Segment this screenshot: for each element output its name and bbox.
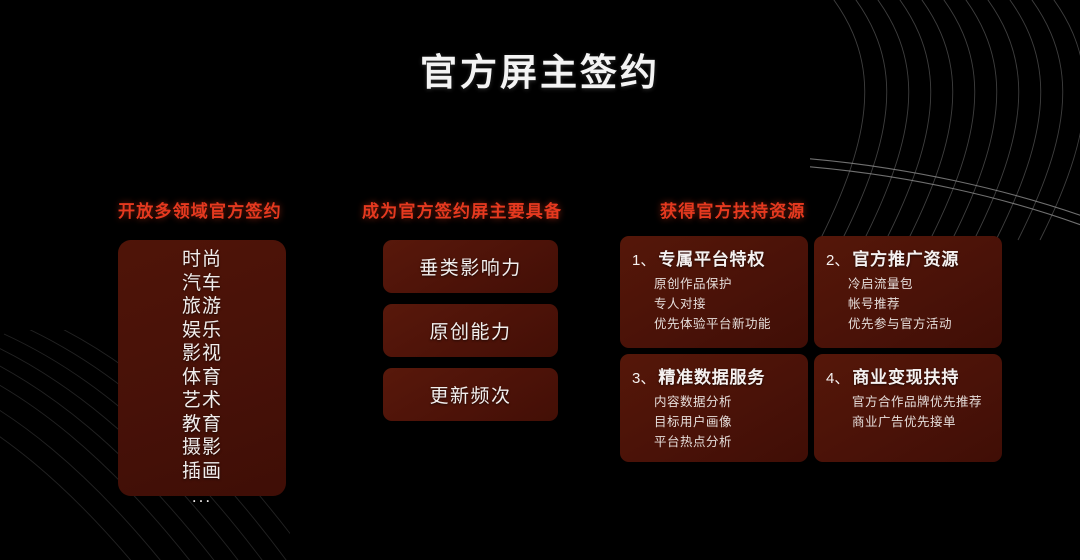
benefit-card-grid: 1、 专属平台特权 原创作品保护 专人对接 优先体验平台新功能 2、 官方推广资… (620, 236, 1002, 462)
requirement-list: 垂类影响力 原创能力 更新频次 (383, 240, 558, 421)
benefit-item: 帐号推荐 (848, 297, 901, 311)
benefit-card-name: 专属平台特权 (658, 250, 766, 269)
benefit-item: 官方合作品牌优先推荐 (852, 395, 983, 409)
category-item: 汽车 (181, 272, 222, 294)
decorative-curves-top-right (810, 0, 1080, 241)
category-item: 插画 (181, 460, 222, 482)
benefit-card-name: 官方推广资源 (852, 250, 960, 269)
benefit-item: 目标用户画像 (654, 415, 733, 429)
column-heading-benefits: 获得官方扶持资源 (660, 202, 806, 221)
benefit-item: 优先参与官方活动 (848, 317, 953, 331)
benefit-item: 冷启流量包 (848, 277, 914, 291)
benefit-card-items: 内容数据分析 目标用户画像 平台热点分析 (632, 394, 798, 451)
benefit-card: 3、 精准数据服务 内容数据分析 目标用户画像 平台热点分析 (620, 354, 808, 462)
page-title: 官方屏主签约 (420, 52, 660, 93)
category-item: 娱乐 (181, 319, 222, 341)
benefit-card-items: 官方合作品牌优先推荐 商业广告优先接单 (826, 394, 992, 431)
requirement-pill: 更新频次 (383, 368, 558, 421)
category-item: 旅游 (181, 296, 222, 317)
benefit-item: 内容数据分析 (654, 395, 733, 409)
category-item-more: ... (191, 487, 213, 506)
column-heading-categories: 开放多领域官方签约 (118, 202, 282, 221)
benefit-item: 专人对接 (654, 297, 707, 311)
benefit-card-items: 原创作品保护 专人对接 优先体验平台新功能 (632, 276, 798, 333)
benefit-card-number: 4、 (826, 370, 850, 387)
benefit-card-title: 2、 官方推广资源 (826, 245, 992, 270)
benefit-item: 优先体验平台新功能 (654, 317, 772, 331)
benefit-card: 1、 专属平台特权 原创作品保护 专人对接 优先体验平台新功能 (620, 236, 808, 348)
category-item: 体育 (181, 366, 222, 388)
benefit-item: 原创作品保护 (654, 277, 733, 291)
benefit-card-name: 商业变现扶持 (852, 368, 960, 387)
category-item: 影视 (181, 343, 222, 364)
benefit-card: 2、 官方推广资源 冷启流量包 帐号推荐 优先参与官方活动 (814, 236, 1002, 348)
category-item: 教育 (181, 413, 222, 435)
requirement-pill: 原创能力 (383, 304, 558, 357)
benefit-card-title: 1、 专属平台特权 (632, 245, 798, 270)
category-item: 摄影 (181, 437, 222, 458)
benefit-card-title: 4、 商业变现扶持 (826, 363, 992, 388)
benefit-card-number: 3、 (632, 370, 656, 387)
benefit-card-name: 精准数据服务 (658, 368, 766, 387)
benefit-card-items: 冷启流量包 帐号推荐 优先参与官方活动 (826, 276, 992, 333)
benefit-item: 平台热点分析 (654, 435, 733, 449)
benefit-item: 商业广告优先接单 (852, 415, 957, 429)
benefit-card: 4、 商业变现扶持 官方合作品牌优先推荐 商业广告优先接单 (814, 354, 1002, 462)
benefit-card-number: 2、 (826, 252, 850, 269)
category-panel: 时尚 汽车 旅游 娱乐 影视 体育 艺术 教育 摄影 插画 ... (118, 240, 286, 506)
category-item: 艺术 (181, 390, 222, 411)
column-heading-requirements: 成为官方签约屏主要具备 (362, 202, 563, 221)
requirement-pill: 垂类影响力 (383, 240, 558, 293)
benefit-card-number: 1、 (632, 252, 656, 269)
benefit-card-title: 3、 精准数据服务 (632, 363, 798, 388)
category-item: 时尚 (181, 249, 222, 270)
